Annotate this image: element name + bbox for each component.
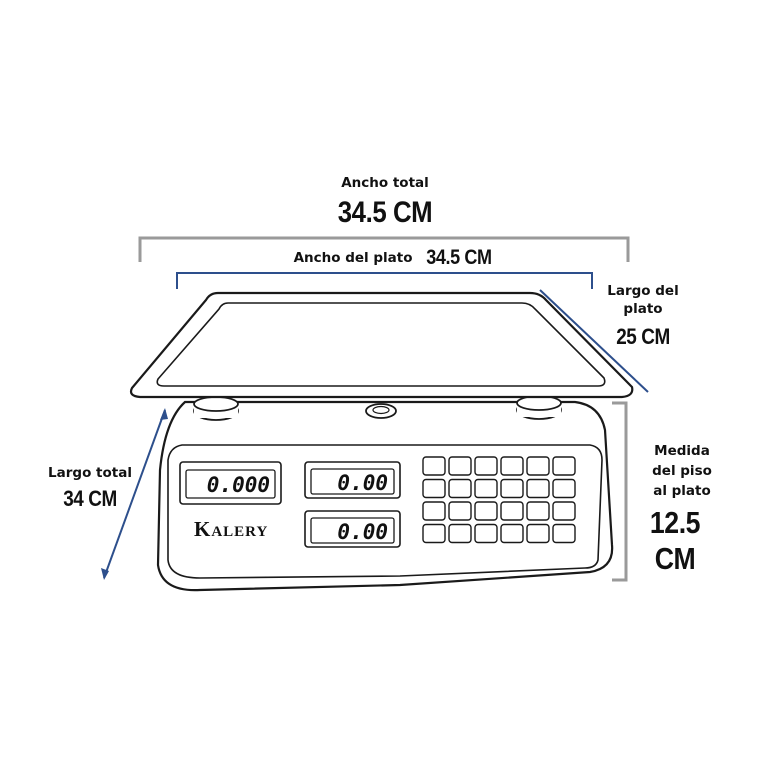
keypad-key	[448, 478, 472, 499]
ancho-total-label: Ancho total	[341, 175, 429, 191]
largo-total-label: Largo total	[48, 465, 132, 481]
weight-display-value: 0.000	[207, 473, 270, 497]
tray-inner	[156, 302, 606, 387]
keypad-key	[448, 523, 472, 544]
largo-plato-line	[539, 289, 649, 393]
keypad-key	[422, 523, 446, 544]
ancho-plato-label: Ancho del plato	[293, 250, 413, 266]
keypad-key	[500, 523, 524, 544]
keypad-key	[422, 478, 446, 499]
largo-plato-label-1: Largo del	[607, 283, 679, 299]
brand-logo: Kalery	[194, 517, 268, 541]
total-price-display: 0.00	[304, 510, 401, 548]
keypad-key	[500, 501, 524, 521]
level-bubble	[365, 403, 397, 419]
medida-piso-bracket	[612, 401, 628, 582]
keypad-key	[474, 501, 498, 521]
largo-plato-label-2: plato	[623, 301, 663, 317]
keypad	[422, 456, 576, 544]
keypad-key	[552, 456, 576, 476]
ancho-plato-value: 34.5 CM	[425, 246, 492, 269]
weight-display: 0.000	[179, 461, 282, 505]
ancho-total-bracket	[138, 236, 630, 262]
keypad-key	[552, 478, 576, 499]
medida-piso-label-2: del piso	[652, 463, 712, 479]
keypad-key	[422, 456, 446, 476]
medida-piso-label-1: Medida	[654, 443, 710, 459]
tray-support-right	[516, 395, 562, 420]
unit-price-display-value: 0.00	[337, 471, 388, 495]
ancho-plato-label-row: Ancho del plato 34.5 CM	[280, 244, 510, 272]
ancho-total-value: 34.5 CM	[337, 196, 433, 229]
keypad-key	[552, 501, 576, 521]
keypad-key	[474, 523, 498, 544]
keypad-key	[448, 501, 472, 521]
largo-plato-value: 25 CM	[616, 324, 670, 349]
tray-support-left	[193, 396, 239, 421]
largo-total-arrow	[103, 409, 166, 579]
keypad-key	[500, 478, 524, 499]
keypad-key	[526, 456, 550, 476]
keypad-key	[422, 501, 446, 521]
keypad-key	[552, 523, 576, 544]
keypad-key	[448, 456, 472, 476]
keypad-key	[474, 478, 498, 499]
keypad-key	[526, 523, 550, 544]
keypad-key	[500, 456, 524, 476]
arrow-head-bottom	[101, 568, 109, 580]
keypad-key	[526, 501, 550, 521]
ancho-plato-bracket	[176, 272, 593, 289]
medida-piso-label-3: al plato	[653, 483, 711, 499]
unit-price-display: 0.00	[304, 461, 401, 499]
scale-panel	[167, 444, 603, 579]
arrow-head-top	[160, 408, 168, 420]
keypad-key	[526, 478, 550, 499]
medida-piso-value: 12.5 CM	[649, 505, 701, 576]
largo-total-value: 34 CM	[63, 486, 117, 511]
total-price-display-value: 0.00	[337, 520, 388, 544]
keypad-key	[474, 456, 498, 476]
